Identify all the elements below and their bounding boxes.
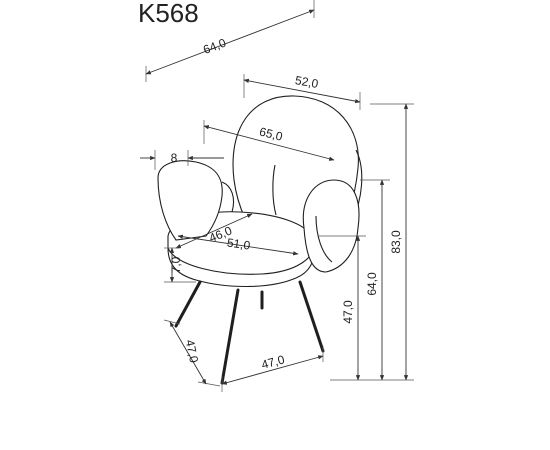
dim-seat-height: 47,0 xyxy=(318,235,366,381)
dim-seat-thickness: 7,0 xyxy=(164,247,196,283)
label-armrest-width: 8 xyxy=(171,151,178,165)
label-seat-height: 47,0 xyxy=(341,300,355,324)
front-left-leg xyxy=(174,280,202,328)
label-overall-depth: 64,0 xyxy=(201,35,228,57)
label-armrest-height: 64,0 xyxy=(365,272,379,296)
right-armrest xyxy=(302,179,360,273)
dim-base-width: 47,0 xyxy=(221,346,324,392)
label-inner-width: 65,0 xyxy=(258,125,284,144)
label-seat-width: 51,0 xyxy=(226,235,251,252)
left-armrest-edge xyxy=(221,181,235,213)
front-right-leg xyxy=(220,288,240,385)
label-base-depth: 47,0 xyxy=(183,338,202,364)
label-back-width: 52,0 xyxy=(294,73,320,91)
label-base-width: 47,0 xyxy=(260,352,286,372)
seat-front-edge xyxy=(167,247,315,287)
label-seat-thickness: 7,0 xyxy=(169,256,183,273)
dim-total-height: 83,0 xyxy=(370,103,414,381)
dim-base-depth: 47,0 xyxy=(163,319,221,387)
dim-inner-width: 65,0 xyxy=(203,120,335,161)
dim-back-width: 52,0 xyxy=(243,73,361,110)
label-total-height: 83,0 xyxy=(389,230,403,254)
back-right-leg xyxy=(298,280,325,353)
right-armrest-seam xyxy=(315,215,333,263)
dim-armrest-height: 64,0 xyxy=(360,179,390,381)
dim-seat-width: 51,0 xyxy=(177,234,299,256)
model-title: K568 xyxy=(138,0,199,28)
dim-armrest-width: 8 xyxy=(140,150,224,170)
backrest-seam xyxy=(272,164,277,216)
